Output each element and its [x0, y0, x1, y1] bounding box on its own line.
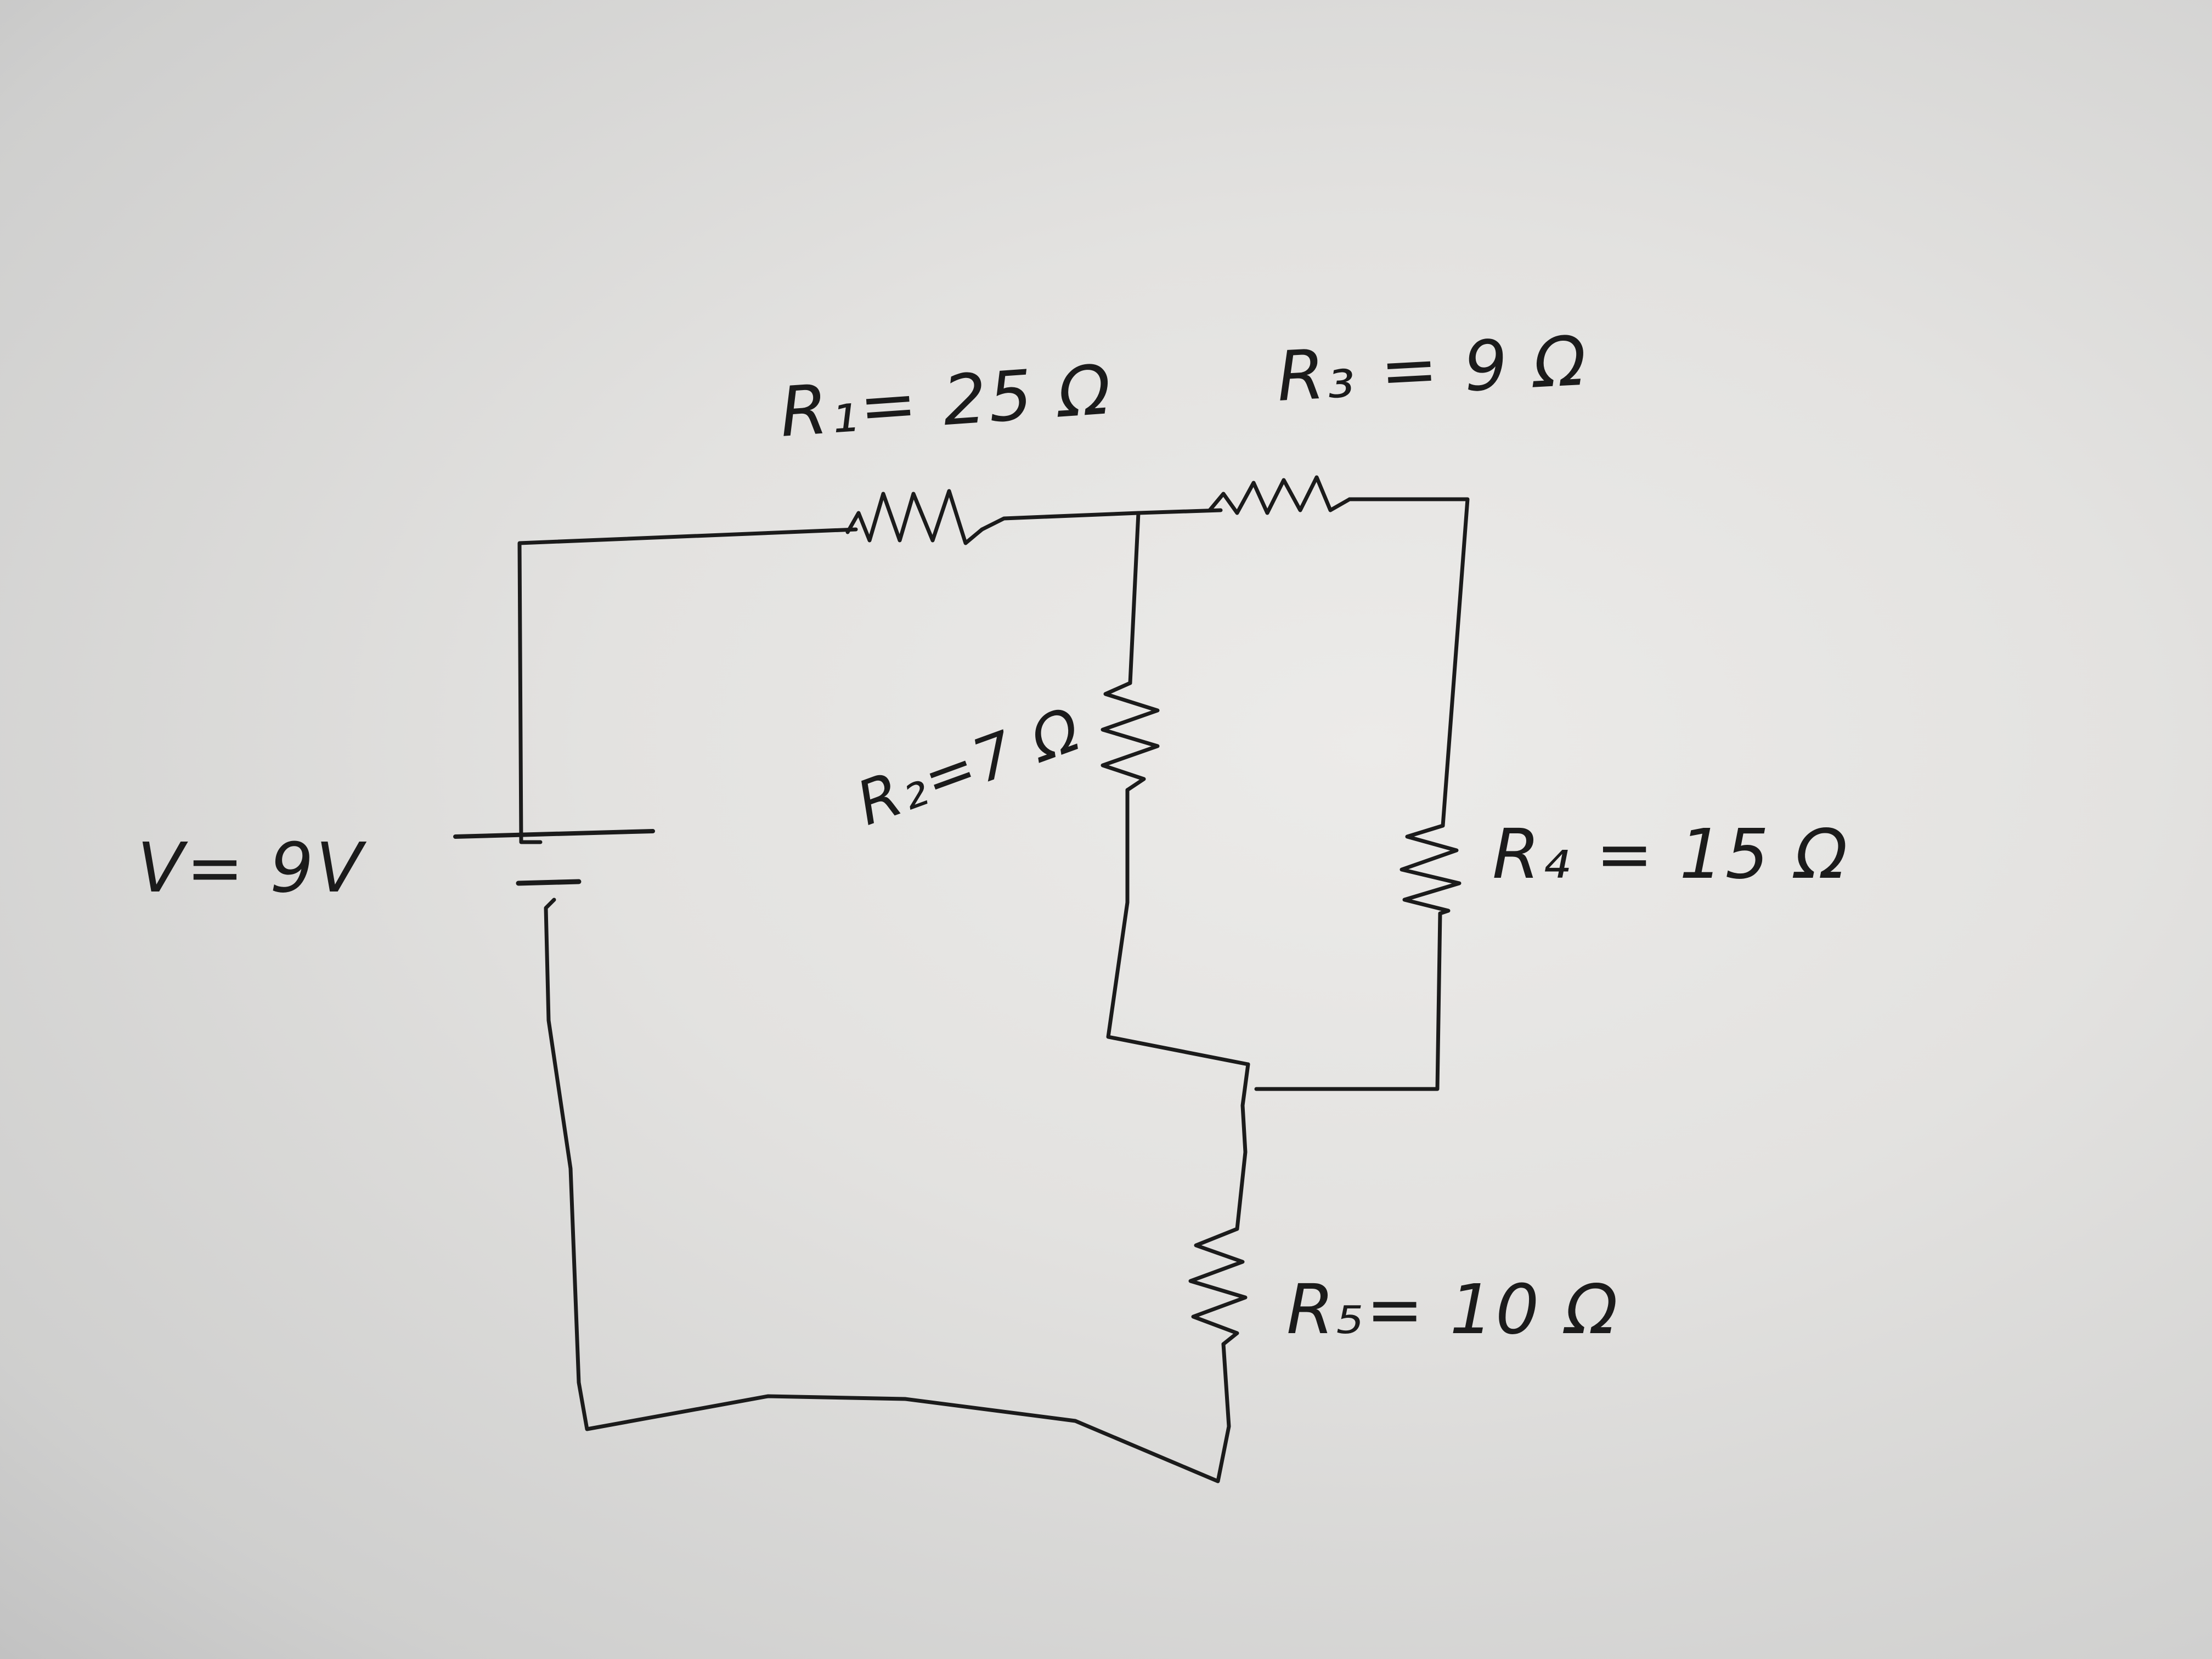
wire-node-down-to-r2	[1128, 511, 1141, 685]
r5-label: R₅= 10 Ω	[1286, 1270, 1620, 1350]
battery-symbol	[453, 829, 655, 886]
wire-r5-bottom	[544, 898, 1231, 1483]
wire-r1-to-node	[980, 511, 1141, 532]
wire-r4-down	[1254, 911, 1442, 1091]
battery-label: V= 9V	[137, 828, 367, 908]
r4-label: R₄ = 15 Ω	[1492, 815, 1849, 894]
resistor-r4	[1400, 823, 1462, 916]
wire-r3-to-right	[1347, 497, 1470, 828]
wire-left-top	[517, 527, 858, 844]
resistor-r5	[1188, 1227, 1248, 1346]
wire-junction-to-r5	[1235, 1062, 1250, 1231]
r2-label: R₂=7 Ω	[848, 693, 1091, 839]
resistor-r1	[845, 489, 984, 545]
wire-node-to-r3	[1136, 508, 1223, 515]
wire-r2-down	[1106, 788, 1250, 1066]
r1-label: R₁= 25 Ω	[777, 350, 1115, 453]
r3-label: R₃ = 9 Ω	[1275, 321, 1590, 417]
resistor-r2	[1101, 681, 1160, 792]
resistor-r3	[1207, 475, 1352, 515]
